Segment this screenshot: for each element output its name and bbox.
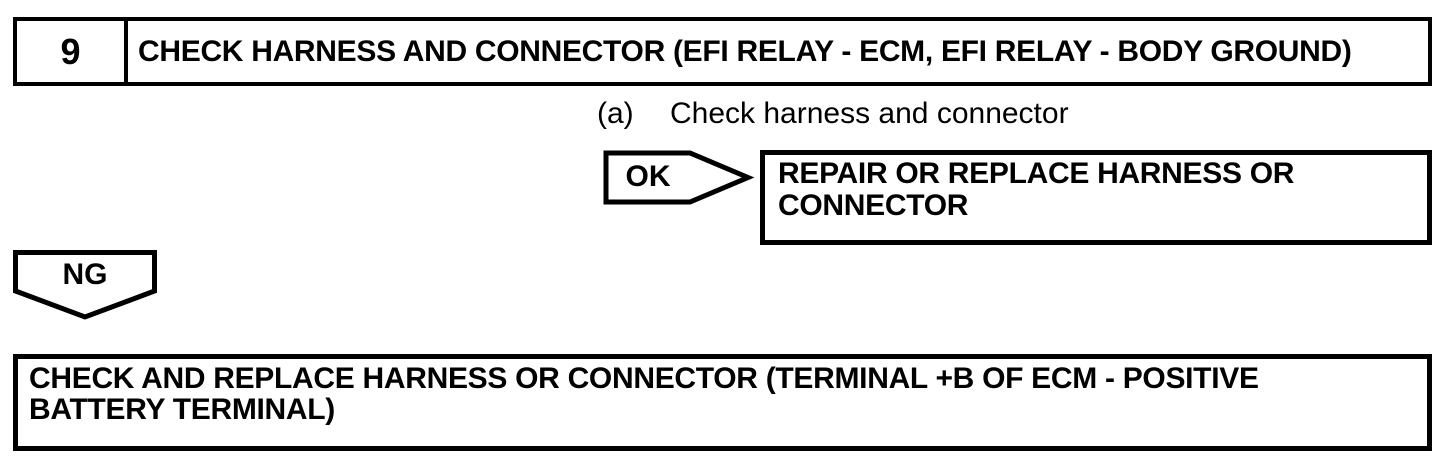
instruction-marker: (a) [597, 97, 634, 130]
instruction-line: (a) Check harness and connector [597, 96, 1069, 132]
step-title: CHECK HARNESS AND CONNECTOR (EFI RELAY -… [138, 34, 1352, 68]
ok-result-box: REPAIR OR REPLACE HARNESS OR CONNECTOR [760, 150, 1432, 245]
step-number: 9 [17, 21, 128, 82]
ng-arrow-icon [13, 250, 157, 320]
ok-label: OK [625, 159, 671, 193]
ng-result-line: BATTERY TERMINAL) [29, 393, 335, 426]
ok-result-line: CONNECTOR [778, 189, 969, 222]
ng-result-line: CHECK AND REPLACE HARNESS OR CONNECTOR (… [29, 362, 1259, 395]
step-header-box: 9 CHECK HARNESS AND CONNECTOR (EFI RELAY… [13, 17, 1432, 86]
ng-result-box: CHECK AND REPLACE HARNESS OR CONNECTOR (… [13, 354, 1432, 451]
ok-result-line: REPAIR OR REPLACE HARNESS OR [778, 157, 1295, 190]
ng-label: NG [62, 257, 108, 291]
instruction-text: Check harness and connector [670, 97, 1069, 130]
ok-arrow-icon [603, 150, 755, 205]
